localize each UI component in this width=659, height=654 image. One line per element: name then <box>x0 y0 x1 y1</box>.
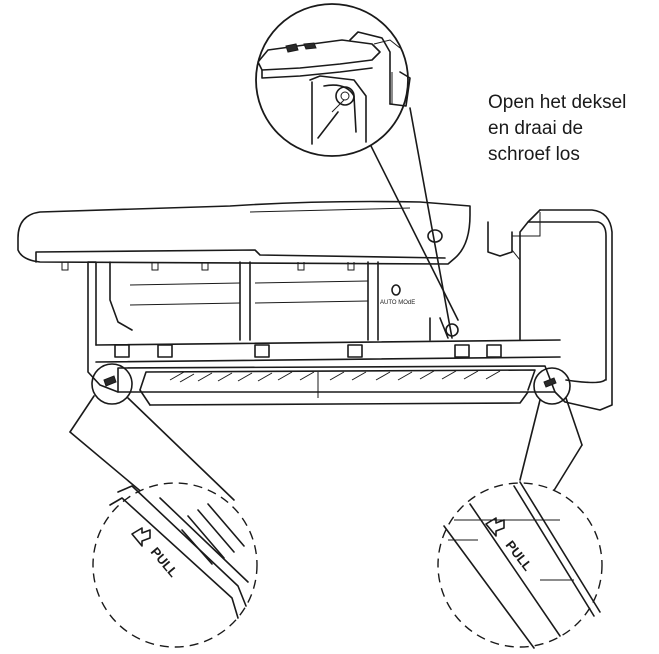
louver-blades <box>169 370 501 398</box>
callout-line-3: schroef los <box>488 144 580 165</box>
instruction-callout: Open het deksel en draai de schroef los <box>488 90 658 168</box>
right-pull-zoom: PULL <box>437 367 603 649</box>
callout-line-1: Open het deksel <box>488 92 627 113</box>
indoor-unit-body <box>87 209 613 411</box>
auto-mode-button: AUTO MOdE <box>380 284 415 306</box>
callout-line-2: en draai de <box>488 118 584 139</box>
screw-cover-markers <box>114 344 502 358</box>
right-internal-parts <box>429 221 521 341</box>
auto-mode-label: AUTO MOdE <box>380 300 415 306</box>
front-panel-open <box>17 200 471 341</box>
screw-detail-zoom <box>255 3 459 339</box>
left-pull-zoom: PULL <box>69 363 258 648</box>
